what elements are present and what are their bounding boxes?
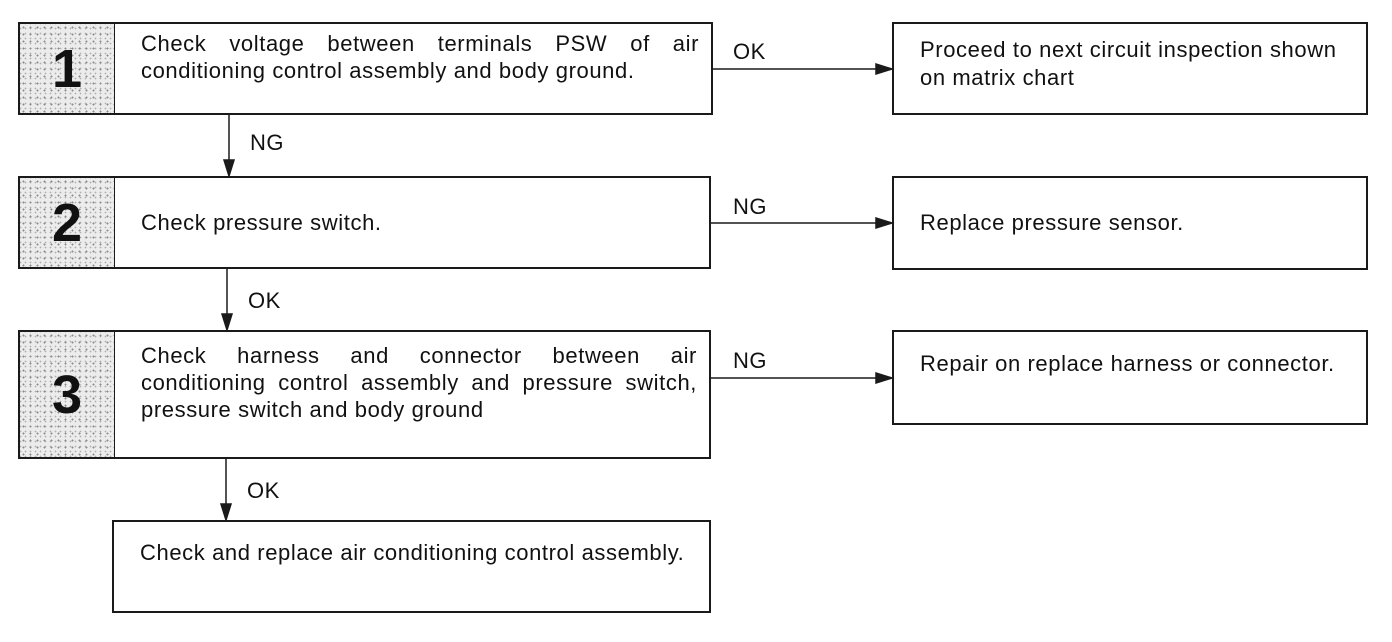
- step-2-number: 2: [51, 192, 83, 253]
- branch-label-3-ng: NG: [733, 348, 767, 373]
- branch-label-1-ok: OK: [733, 39, 766, 64]
- result-1-box: Proceed to next circuit inspection shown…: [892, 22, 1368, 115]
- arrowhead-2-result: [875, 216, 895, 230]
- step-2-text: Check pressure switch.: [141, 210, 382, 235]
- down-label-1-ng: NG: [250, 130, 284, 155]
- down-label-3-ok: OK: [247, 478, 280, 503]
- arrowhead-1-result: [875, 62, 895, 76]
- step-3-number: 3: [51, 364, 83, 425]
- result-2-box: Replace pressure sensor.: [892, 176, 1368, 270]
- step-3-box: 3 Check harness and connector between ai…: [18, 330, 711, 459]
- down-label-2-ok: OK: [248, 288, 281, 313]
- final-step-box: Check and replace air conditioning contr…: [112, 520, 711, 613]
- final-step-text: Check and replace air conditioning contr…: [140, 540, 685, 565]
- step-1-number: 1: [51, 38, 83, 99]
- step-2-box: 2 Check pressure switch.: [18, 176, 711, 269]
- branch-label-2-ng: NG: [733, 194, 767, 219]
- arrowhead-2-3: [220, 313, 234, 333]
- step-1-box: 1 Check voltage between terminals PSW of…: [18, 22, 713, 115]
- result-3-box: Repair on replace harness or connector.: [892, 330, 1368, 425]
- arrowhead-1-2: [222, 159, 236, 179]
- step-3-text: Check harness and connector between air …: [141, 343, 697, 422]
- step-3-number-cell: 3: [20, 332, 115, 457]
- step-1-number-cell: 1: [20, 24, 115, 113]
- arrowhead-3-result: [875, 371, 895, 385]
- step-2-number-cell: 2: [20, 178, 115, 267]
- step-1-text: Check voltage between terminals PSW of a…: [141, 31, 699, 83]
- arrowhead-3-final: [219, 503, 233, 523]
